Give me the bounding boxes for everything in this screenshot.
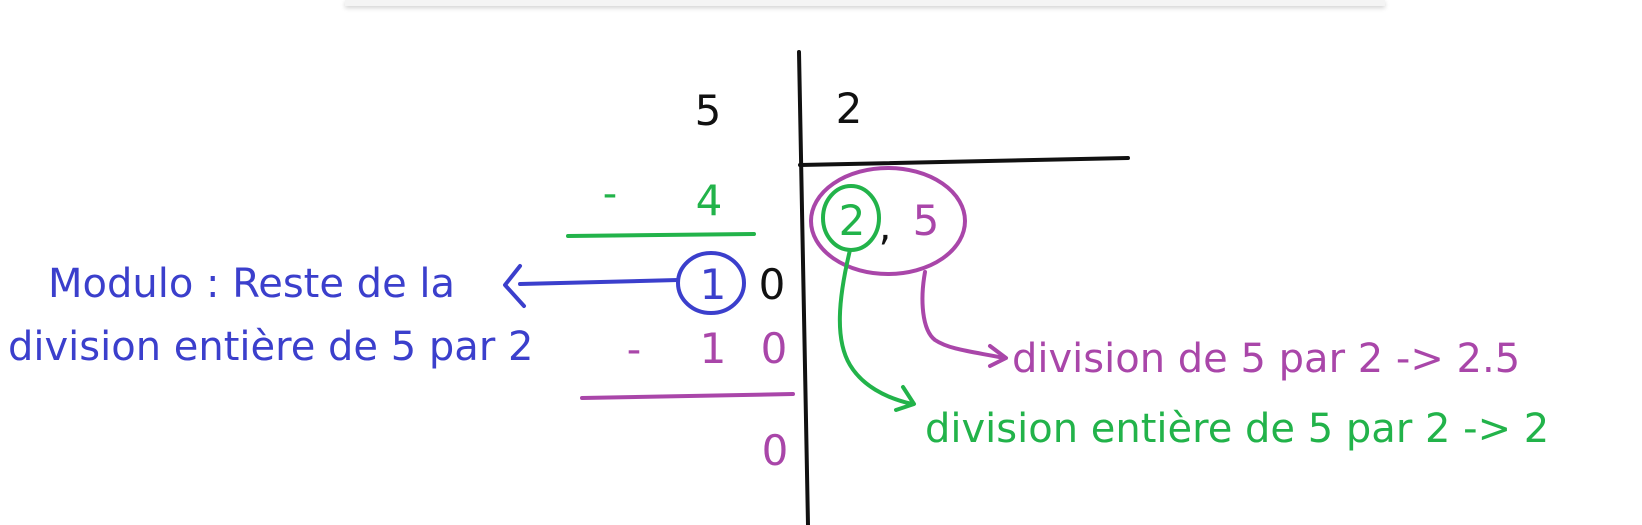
integer-division-label: division entière de 5 par 2 -> 2 bbox=[925, 406, 1549, 452]
first-minus-sign: - bbox=[603, 171, 617, 217]
final-remainder-digit: 0 bbox=[762, 426, 789, 475]
divisor-digit: 2 bbox=[836, 84, 863, 133]
second-subtrahend-units: 0 bbox=[761, 324, 788, 373]
modulo-label-line2: division entière de 5 par 2 bbox=[8, 324, 533, 370]
quotient-full-ellipse bbox=[809, 166, 967, 276]
division-label: division de 5 par 2 -> 2.5 bbox=[1012, 336, 1520, 382]
top-panel-edge bbox=[345, 0, 1385, 6]
modulo-label-line1: Modulo : Reste de la bbox=[48, 261, 455, 307]
second-subtrahend-tens: 1 bbox=[700, 324, 727, 373]
modulo-arrowhead-icon bbox=[503, 264, 526, 308]
quotient-integer-digit: 2 bbox=[839, 196, 866, 245]
modulo-arrow bbox=[518, 278, 680, 286]
quotient-decimal-digit: 5 bbox=[913, 196, 940, 245]
dividend-digit: 5 bbox=[695, 86, 722, 135]
decimal-comma: , bbox=[879, 204, 892, 250]
division-vertical-line bbox=[797, 50, 810, 525]
remainder-appended-zero: 0 bbox=[759, 260, 786, 309]
integer-division-arrowhead-icon bbox=[894, 385, 916, 412]
division-horizontal-line bbox=[798, 156, 1130, 167]
first-subtraction-line bbox=[566, 232, 756, 238]
first-subtrahend-digit: 4 bbox=[696, 176, 723, 225]
second-minus-sign: - bbox=[627, 327, 641, 373]
division-arrow bbox=[920, 270, 1006, 360]
second-subtraction-line bbox=[580, 392, 795, 400]
integer-division-arrow bbox=[837, 248, 914, 406]
division-arrowhead-icon bbox=[988, 344, 1008, 368]
remainder-circle bbox=[676, 251, 746, 315]
remainder-digit: 1 bbox=[700, 260, 727, 309]
